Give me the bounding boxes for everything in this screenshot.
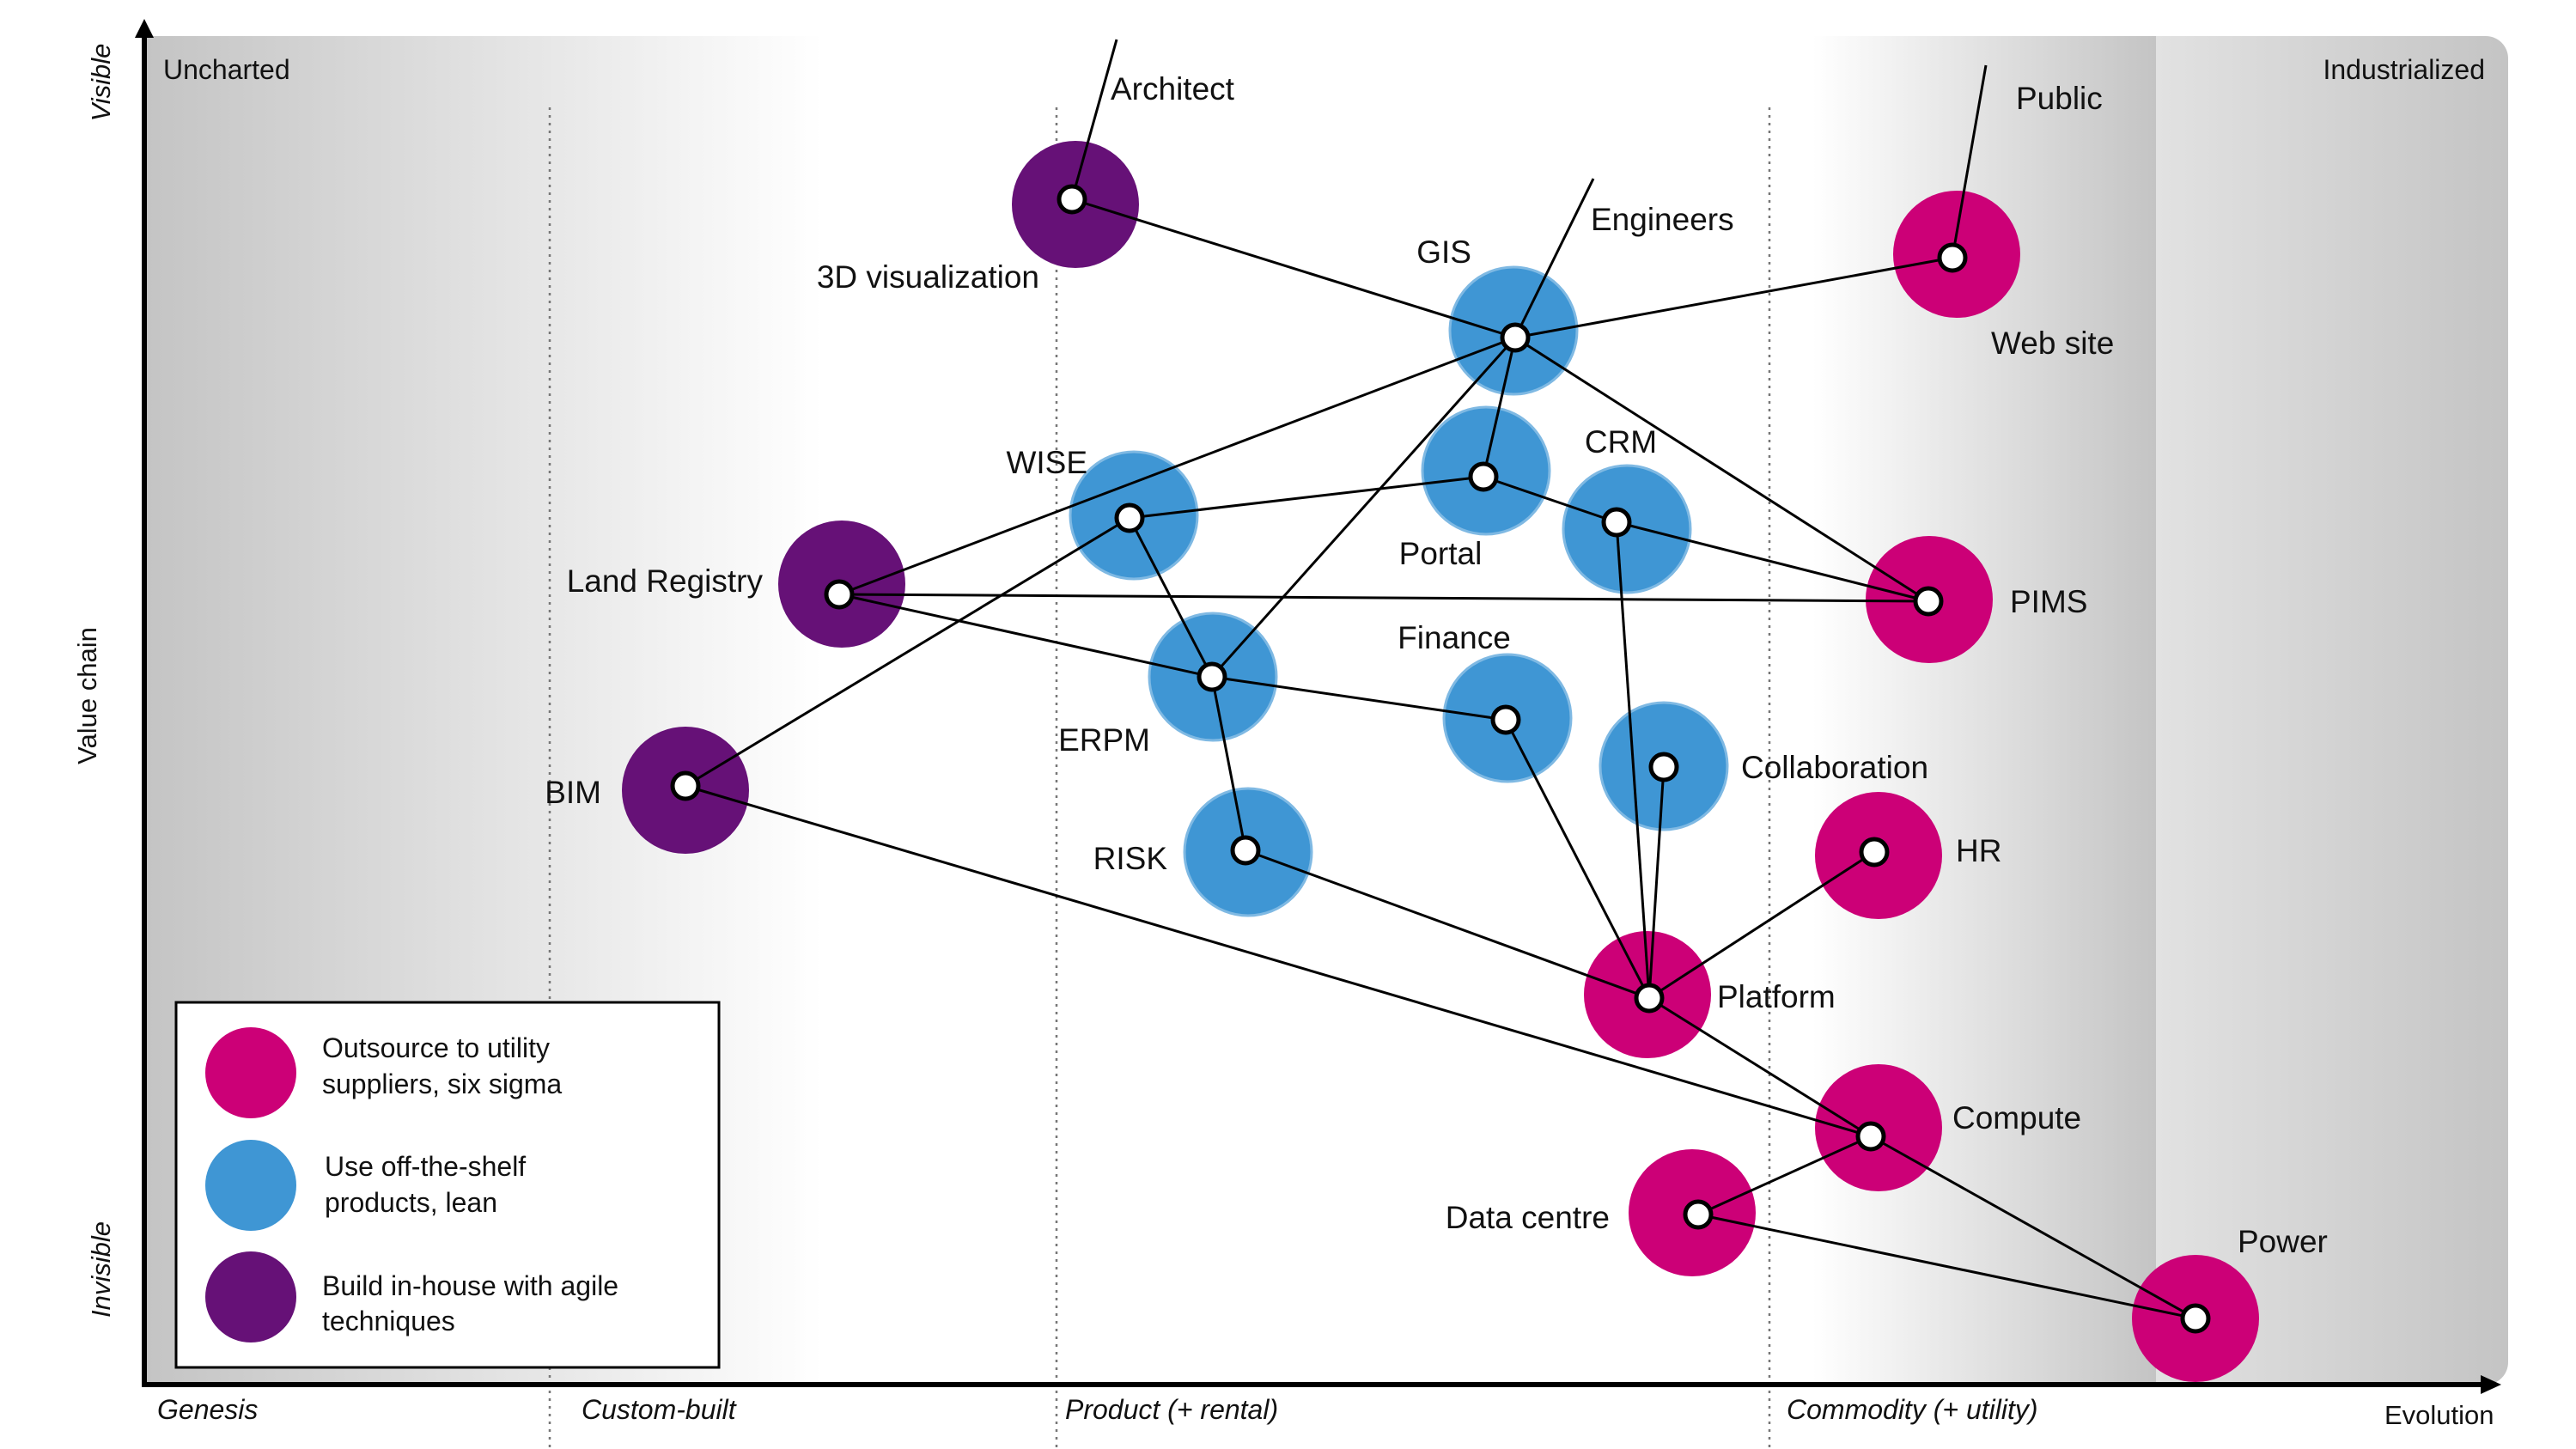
link-gis-landregistry	[838, 336, 1516, 596]
y-axis-label-visible: Visible	[86, 44, 116, 122]
link-platform-compute	[1648, 996, 1872, 1138]
link-gis-portal	[1482, 337, 1517, 478]
node-compute	[1855, 1121, 1886, 1152]
user-label-engineers: Engineers	[1591, 202, 1734, 237]
component-label: 3D visualization	[817, 259, 1039, 295]
component-nodes	[670, 184, 2211, 1334]
link-compute-datacentre	[1697, 1135, 1872, 1216]
link-risk-platform	[1245, 849, 1650, 1000]
y-axis-label-value-chain: Value chain	[72, 627, 102, 764]
node-collaboration	[1648, 752, 1679, 782]
link-hr-platform	[1648, 850, 1875, 1000]
stage-label-product: Product (+ rental)	[1065, 1394, 1278, 1425]
link-wise-portal	[1129, 475, 1484, 520]
component-label: Land Registry	[567, 563, 764, 599]
component-label: Power	[2238, 1224, 2328, 1259]
node-hr	[1859, 837, 1890, 868]
component-label: Data centre	[1446, 1200, 1610, 1235]
component-label: Finance	[1398, 620, 1511, 655]
component-label: PIMS	[2010, 584, 2087, 619]
link-crm-platform	[1615, 521, 1651, 999]
legend-text: suppliers, six sigma	[322, 1068, 562, 1099]
zone-label-uncharted: Uncharted	[163, 54, 290, 85]
link-public-website	[1951, 64, 1988, 259]
link-crm-pims	[1616, 521, 1929, 603]
x-axis-arrow	[2481, 1375, 2501, 1394]
link-erpm-risk	[1210, 676, 1247, 851]
link-gis-website	[1514, 256, 1953, 339]
component-label: WISE	[1006, 445, 1087, 480]
link-engineers-gis	[1513, 178, 1595, 338]
link-erpm-finance	[1211, 675, 1507, 721]
legend-swatch-outsource	[205, 1027, 296, 1118]
user-label-architect: Architect	[1111, 71, 1235, 107]
link-collaboration-platform	[1647, 766, 1666, 999]
legend: Outsource to utility suppliers, six sigm…	[174, 1001, 721, 1369]
component-label: CRM	[1585, 424, 1657, 460]
node-power	[2180, 1303, 2211, 1334]
user-label-public: Public	[2016, 81, 2103, 116]
node-platform	[1634, 983, 1665, 1014]
y-axis-label-invisible: Invisible	[86, 1221, 116, 1318]
node-risk	[1230, 835, 1261, 866]
legend-swatch-in-house	[205, 1251, 296, 1342]
component-label: BIM	[545, 775, 601, 810]
node-pims	[1913, 586, 1944, 617]
link-datacentre-power	[1697, 1213, 2196, 1320]
zone-label-industrialized: Industrialized	[2323, 54, 2485, 85]
y-axis-arrow	[135, 19, 154, 38]
legend-text: Build in-house with agile	[322, 1270, 618, 1301]
legend-text: Outsource to utility	[322, 1032, 550, 1063]
link-gis-pims	[1514, 336, 1929, 603]
node-web-site	[1937, 242, 1968, 273]
component-label: Compute	[1952, 1100, 2081, 1135]
dependency-links	[685, 39, 2196, 1320]
link-bim-compute	[685, 784, 1872, 1138]
legend-text: products, lean	[325, 1187, 497, 1218]
node-bim	[670, 770, 701, 801]
link-3d-gis	[1071, 198, 1516, 339]
node-3d-visualization	[1057, 184, 1087, 215]
component-label: Collaboration	[1741, 750, 1928, 785]
legend-swatch-off-the-shelf	[205, 1140, 296, 1231]
link-finance-platform	[1504, 719, 1651, 999]
node-wise	[1114, 502, 1145, 533]
node-erpm	[1197, 661, 1227, 692]
stage-label-commodity: Commodity (+ utility)	[1787, 1394, 2038, 1425]
x-axis-label: Evolution	[2384, 1400, 2494, 1430]
stage-label-custom-built: Custom-built	[582, 1394, 737, 1425]
link-wise-bim	[685, 516, 1130, 788]
node-land-registry	[824, 579, 855, 610]
link-portal-crm	[1483, 475, 1617, 524]
link-compute-power	[1870, 1135, 2196, 1320]
link-landregistry-pims	[838, 593, 1929, 603]
node-gis	[1500, 322, 1531, 353]
node-finance	[1490, 704, 1521, 735]
component-label: ERPM	[1058, 722, 1150, 758]
component-label: RISK	[1093, 841, 1168, 876]
component-label: Portal	[1399, 536, 1483, 571]
node-crm	[1601, 507, 1632, 538]
component-label: GIS	[1416, 234, 1471, 270]
legend-text: techniques	[322, 1306, 455, 1336]
component-label: Web site	[1991, 326, 2114, 361]
component-label: HR	[1956, 833, 2001, 868]
link-architect-3d	[1070, 39, 1118, 200]
node-portal	[1468, 461, 1499, 492]
link-landregistry-erpm	[838, 593, 1213, 679]
node-data-centre	[1683, 1199, 1714, 1230]
component-label: Platform	[1717, 979, 1836, 1014]
link-gis-erpm	[1210, 337, 1517, 678]
stage-label-genesis: Genesis	[157, 1394, 258, 1425]
legend-text: Use off-the-shelf	[325, 1151, 526, 1182]
